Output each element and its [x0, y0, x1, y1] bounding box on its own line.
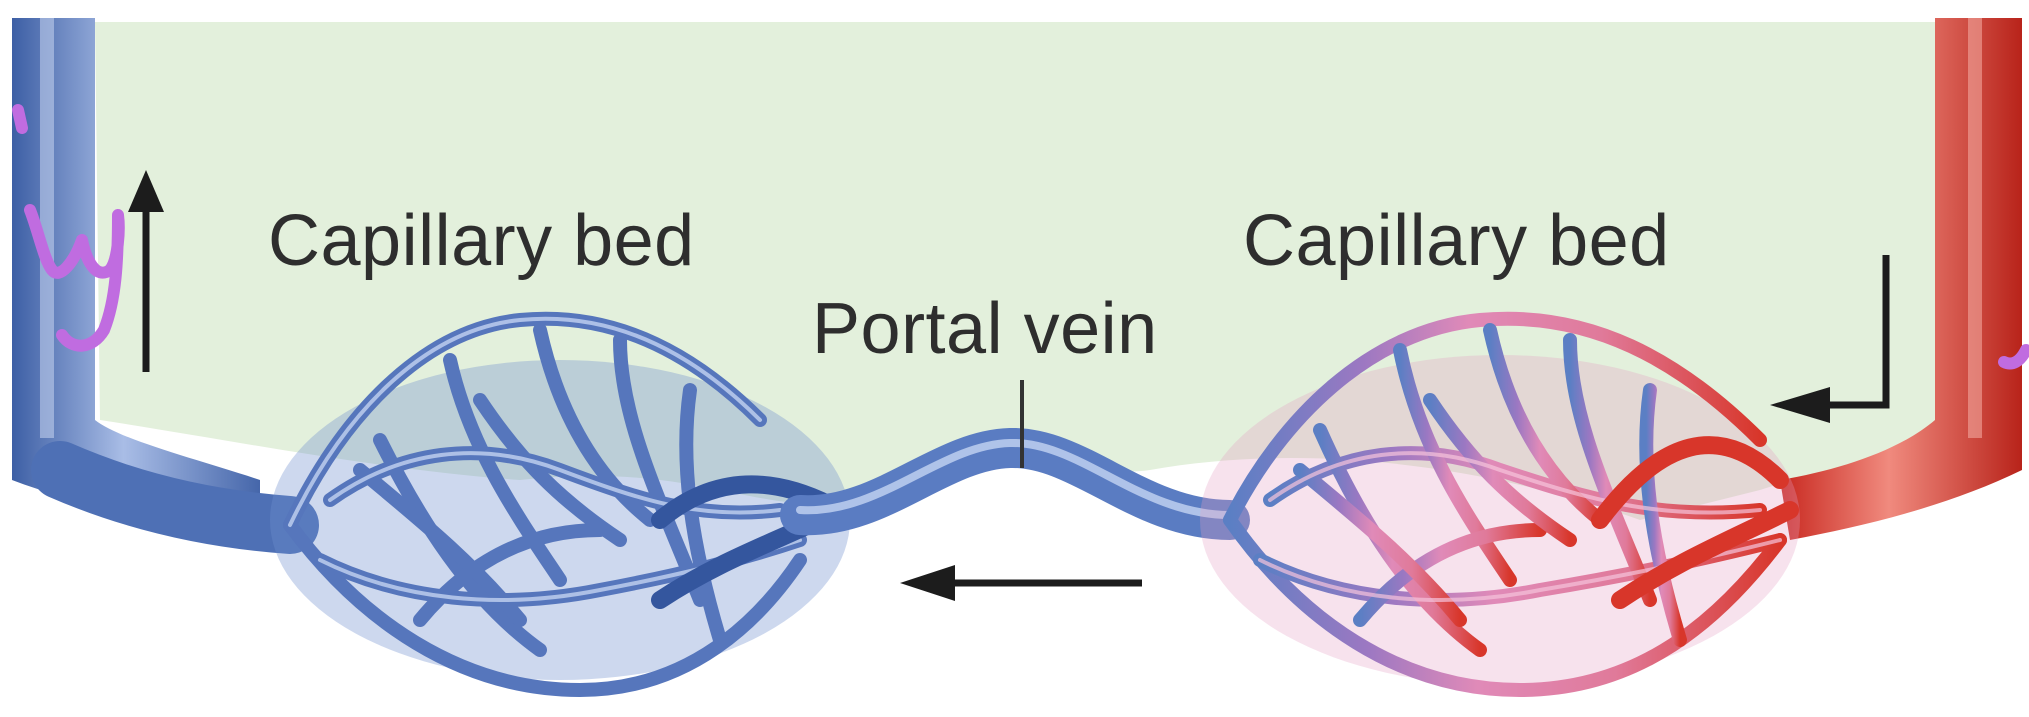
capillary-bed-label-left: Capillary bed: [268, 201, 695, 281]
left-connector-vessel: [31, 441, 319, 554]
arrow-down-left-icon: [1770, 255, 1890, 423]
portal-vein-vessel: [780, 428, 1250, 540]
right-capillary-bed: [1200, 311, 1800, 698]
portal-vein-highlight: [796, 438, 1234, 519]
left-vein-vessel: [12, 18, 260, 540]
portal-vein-label: Portal vein: [812, 289, 1158, 369]
handwritten-annotation-left: [12, 104, 125, 352]
left-capillary-bed: [270, 311, 850, 698]
right-artery-vessel: [1780, 18, 2022, 540]
handwritten-annotation-right: [1998, 344, 2029, 370]
arrow-up-icon: [128, 170, 164, 372]
arrow-left-icon: [900, 565, 1142, 601]
capillary-bed-label-right: Capillary bed: [1243, 201, 1670, 281]
right-artery-highlight: [1968, 18, 1982, 438]
left-vein-highlight: [40, 18, 54, 438]
